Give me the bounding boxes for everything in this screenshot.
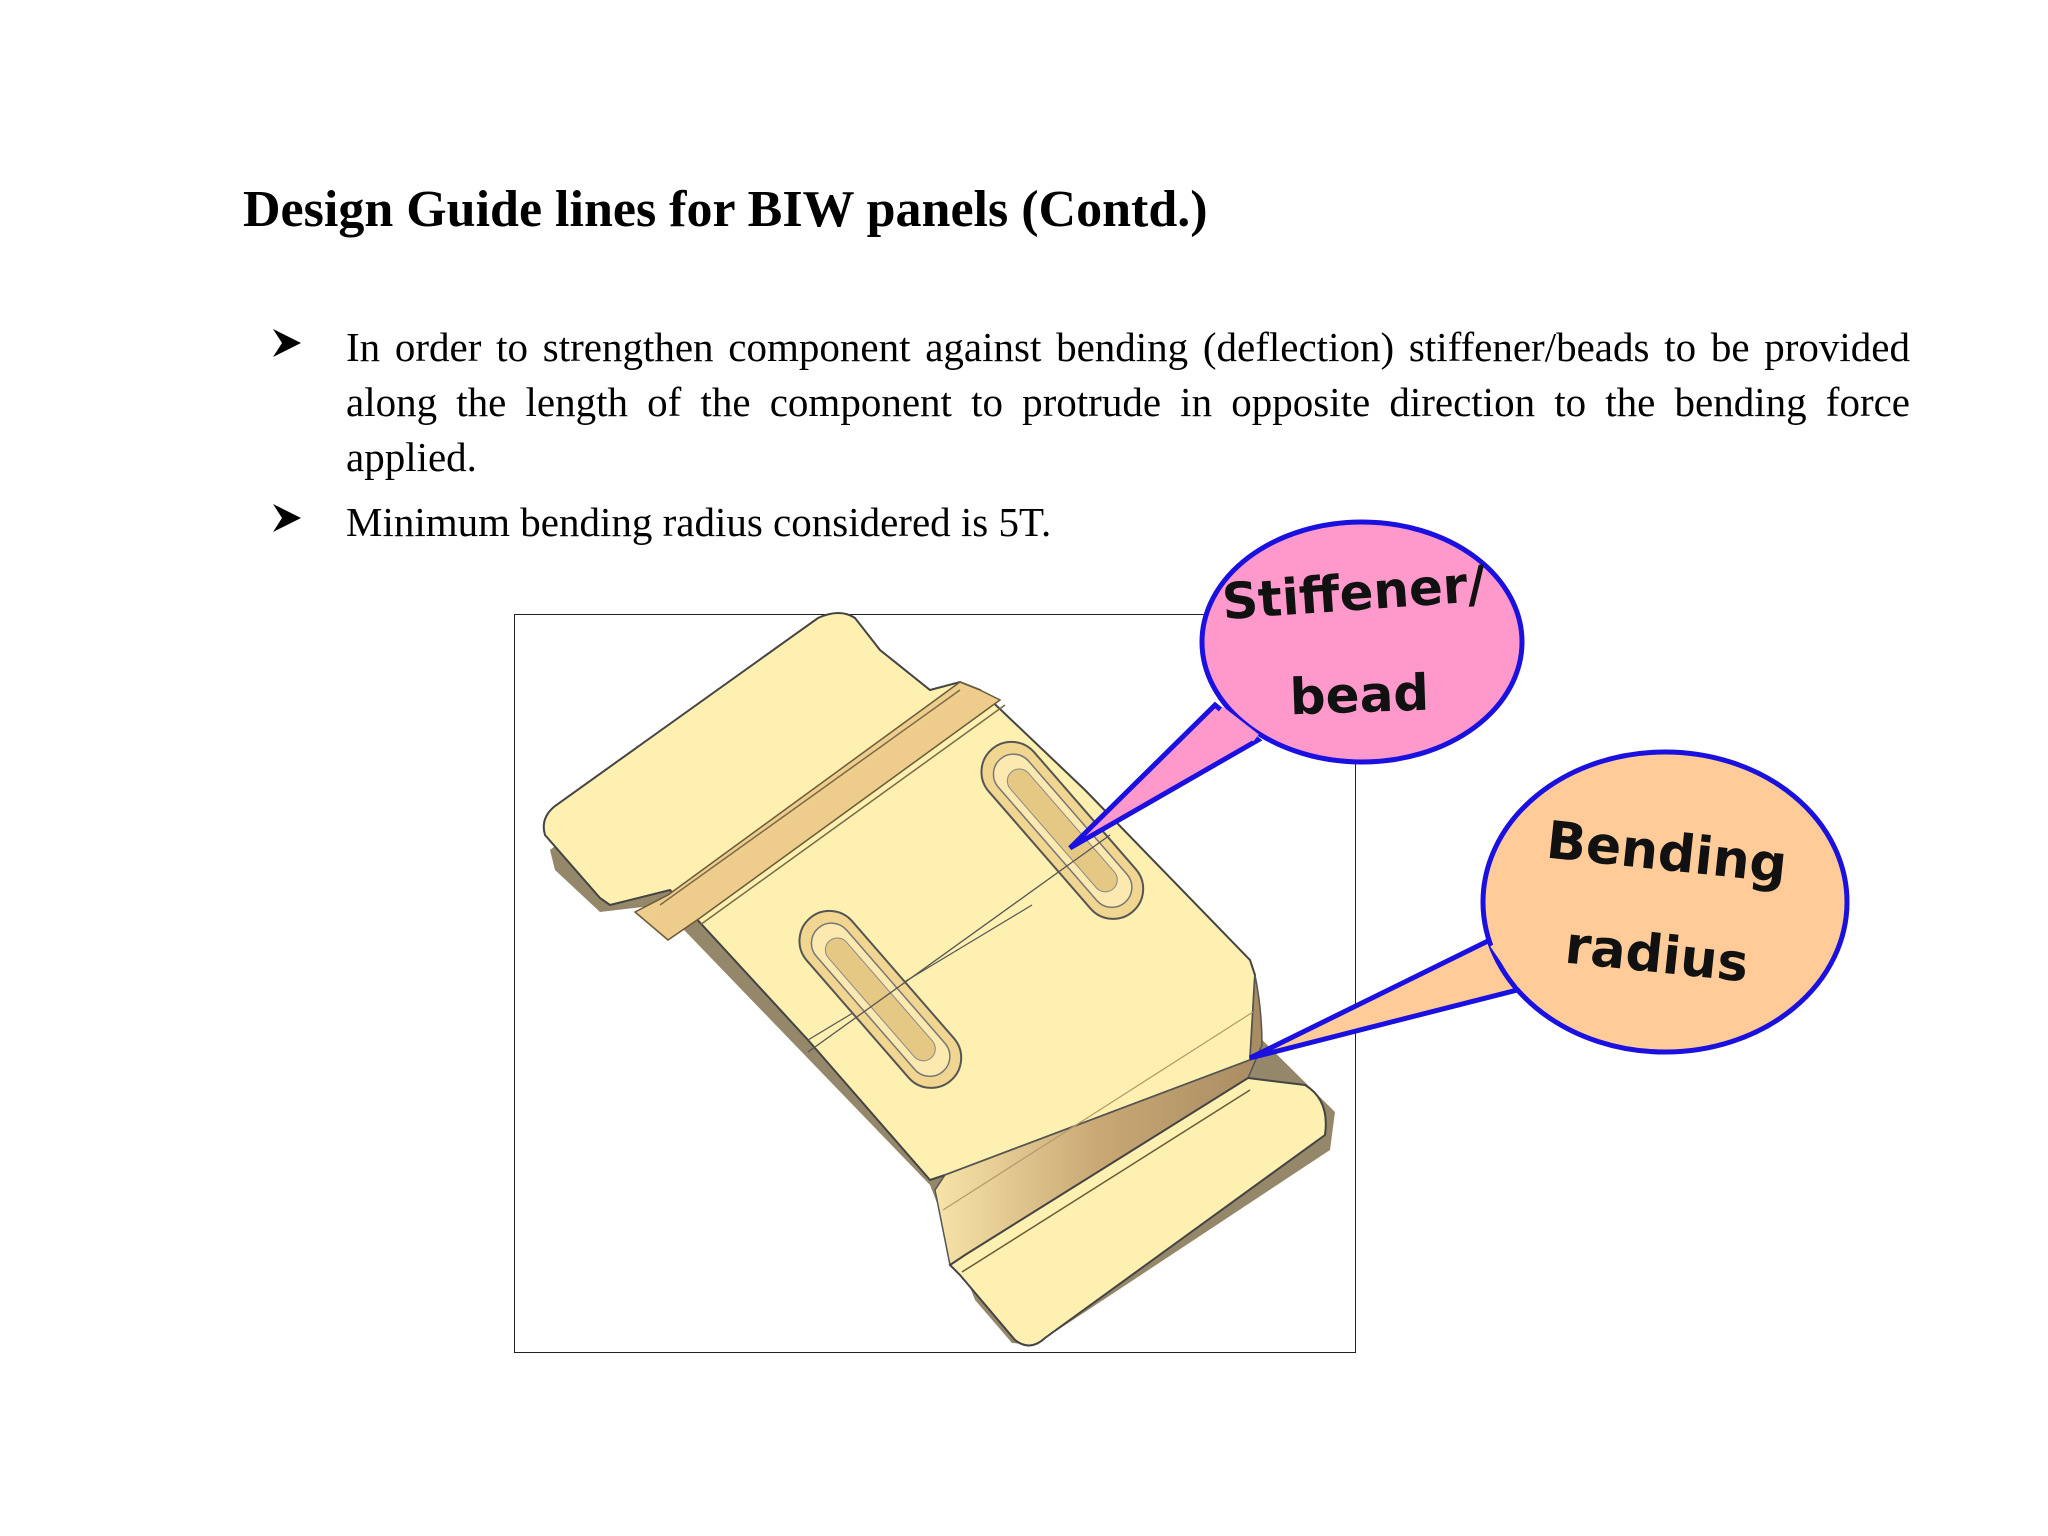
sheet-metal-panel: [542, 612, 1335, 1347]
arrow-bullet-icon: [273, 504, 301, 532]
bullet-text-1: In order to strengthen component against…: [346, 324, 1910, 480]
callout-bending-radius: Bending radius: [1248, 749, 1850, 1061]
callout-stiffener-label-line2: bead: [1289, 664, 1430, 727]
bead-upper: [980, 740, 1145, 920]
arrow-bullet-icon: [273, 329, 301, 357]
callout-stiffener-bead: Stiffener/ bead: [1068, 519, 1525, 851]
bend-region: [934, 974, 1263, 1267]
stiffener-rib: [633, 681, 1002, 941]
bullet-text-2: Minimum bending radius considered is 5T.: [346, 499, 1052, 545]
slide-title: Design Guide lines for BIW panels (Contd…: [243, 181, 1208, 238]
panel-bottom-flange: [948, 1076, 1327, 1347]
